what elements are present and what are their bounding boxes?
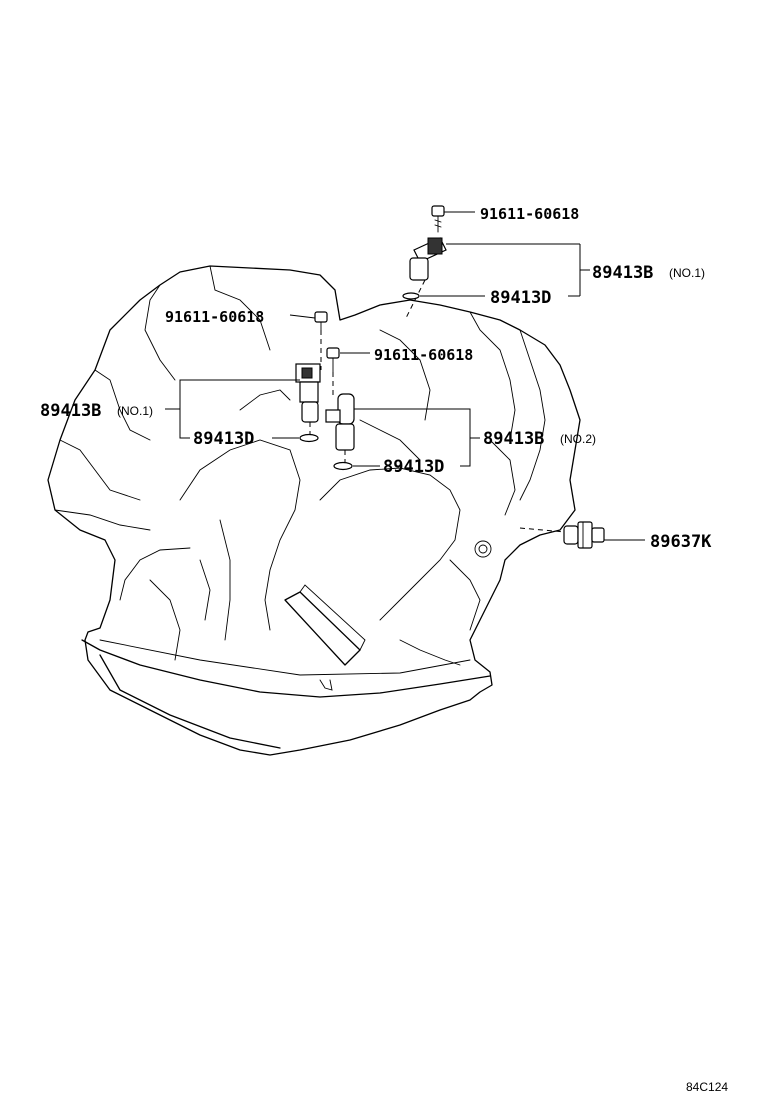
o-ring-left-icon — [272, 433, 319, 443]
label-bolt-top: 91611-60618 — [480, 205, 579, 223]
label-bolt-left: 91611-60618 — [165, 308, 264, 326]
o-ring-top-icon — [402, 292, 485, 300]
bolt-top-icon — [431, 205, 475, 233]
label-sensor-right: 89413B — [483, 429, 544, 449]
pressure-switch-icon — [519, 521, 645, 549]
bolt-mid-icon — [326, 347, 370, 395]
label-sensor-top-note: (NO.1) — [669, 266, 705, 280]
label-sensor-right-note: (NO.2) — [560, 432, 596, 446]
label-switch: 89637K — [650, 532, 712, 552]
o-ring-right-icon — [333, 461, 380, 471]
label-bolt-mid: 91611-60618 — [374, 346, 473, 364]
label-sensor-left-note: (NO.1) — [117, 404, 153, 418]
label-oring-left: 89413D — [193, 429, 254, 449]
label-oring-right: 89413D — [383, 457, 444, 477]
speed-sensor-top-icon — [404, 237, 580, 321]
bolt-left-icon — [289, 311, 328, 370]
label-sensor-left: 89413B — [40, 401, 101, 421]
transmission-housing — [47, 265, 581, 756]
label-oring-top: 89413D — [490, 288, 551, 308]
diagram-code: 84C124 — [686, 1080, 728, 1094]
label-sensor-top: 89413B — [592, 263, 653, 283]
speed-sensor-left-icon — [295, 363, 321, 435]
speed-sensor-right-icon — [325, 393, 355, 462]
